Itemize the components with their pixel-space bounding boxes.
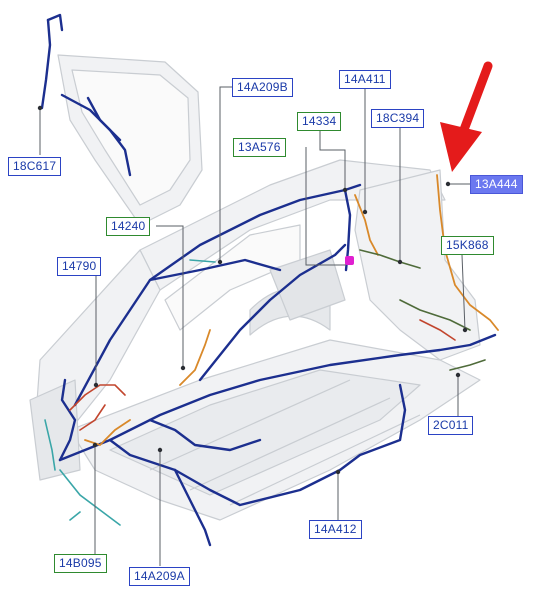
red-arrow-icon: [440, 61, 493, 172]
callout-13A576: 13A576: [233, 138, 286, 157]
leader-dots: [37, 105, 468, 475]
harness-teal: [44, 259, 216, 526]
vehicle-body: [29, 54, 481, 521]
callout-14790: 14790: [57, 257, 102, 276]
harness-green: [359, 249, 486, 371]
callout-14240: 14240: [106, 217, 151, 236]
highlighted-connector: [345, 256, 354, 265]
callout-2C011: 2C011: [428, 416, 474, 435]
callout-18C394: 18C394: [371, 109, 425, 128]
callout-15K868: 15K868: [441, 236, 494, 255]
callout-13A444: 13A444: [470, 175, 523, 194]
callout-14A209A: 14A209A: [129, 567, 190, 586]
callout-14A209B: 14A209B: [232, 78, 293, 97]
callout-14A411: 14A411: [339, 70, 391, 89]
right-side: [354, 169, 481, 361]
harness-main: [40, 13, 497, 547]
callout-14B095: 14B095: [54, 554, 107, 573]
callout-18C617: 18C617: [8, 157, 62, 176]
leader-lines: [39, 80, 471, 566]
harness-orange: [84, 174, 499, 447]
harness-red: [69, 319, 456, 431]
callout-14334: 14334: [297, 112, 342, 131]
callout-14A412: 14A412: [309, 520, 362, 539]
